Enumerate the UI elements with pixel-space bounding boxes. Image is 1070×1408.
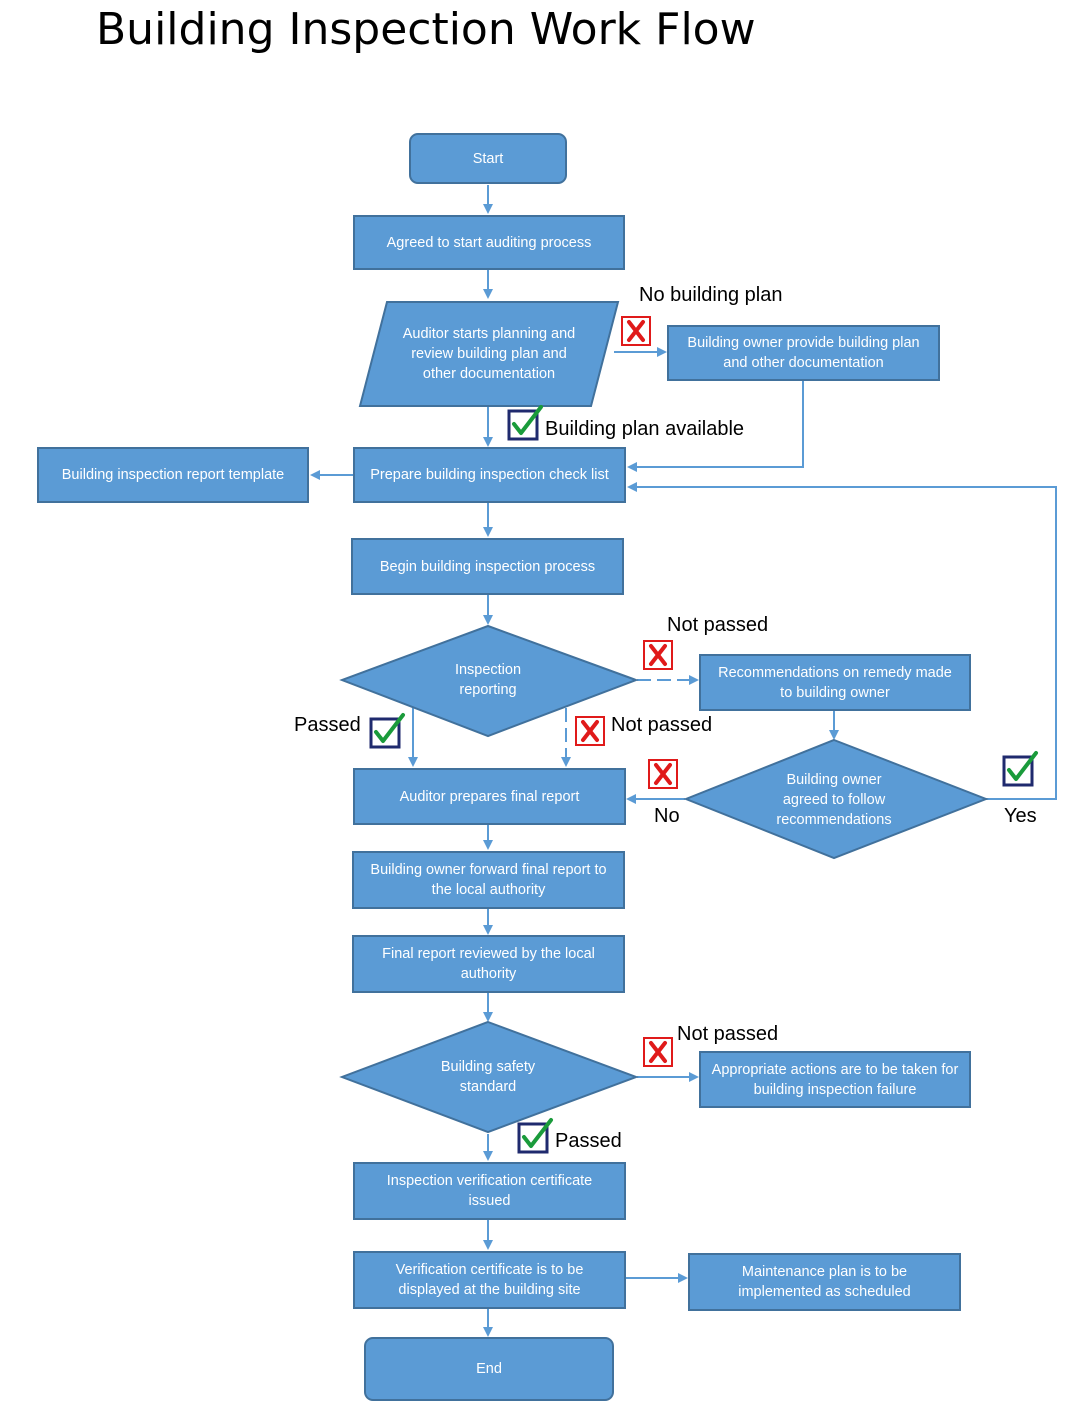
checkbox-check-icon	[517, 1118, 553, 1154]
edge-owner-prepare	[627, 381, 804, 472]
appropriate-actions-node: Appropriate actions are to be taken for …	[699, 1051, 971, 1108]
checkbox-check-icon	[369, 713, 405, 749]
label-building-plan-available: Building plan available	[545, 418, 745, 440]
template-node: Building inspection report template	[37, 447, 309, 503]
label-not-passed-2: Not passed	[611, 714, 713, 736]
label-not-passed-1: Not passed	[667, 614, 769, 636]
inspection-reporting-label: Inspection reporting	[454, 662, 522, 698]
safety-standard-label: Building safety standard	[440, 1059, 536, 1095]
planning-parallelogram	[358, 301, 620, 407]
maintenance-node: Maintenance plan is to be implemented as…	[688, 1253, 961, 1311]
prepare-checklist-node: Prepare building inspection check list	[353, 447, 626, 503]
checkbox-check-icon	[507, 405, 543, 441]
label-no: No	[654, 805, 680, 827]
page-title: Building Inspection Work Flow	[96, 4, 756, 55]
start-node: Start	[409, 133, 567, 184]
edge-ownerdec-prepare-yes	[627, 482, 1057, 800]
cross-box-icon	[643, 640, 673, 670]
owner-provide-node: Building owner provide building plan and…	[667, 325, 940, 381]
cross-box-icon	[621, 316, 651, 346]
owner-agreed-label: Building owner agreed to follow recommen…	[776, 772, 892, 828]
forward-report-node: Building owner forward final report to t…	[352, 851, 625, 909]
safety-standard-diamond	[339, 1020, 639, 1134]
inspection-reporting-diamond	[339, 624, 639, 738]
cross-box-icon	[643, 1037, 673, 1067]
end-node: End	[364, 1337, 614, 1401]
label-not-passed-3: Not passed	[677, 1023, 779, 1045]
label-passed-1: Passed	[294, 714, 361, 736]
planning-node-label: Auditor starts planning and review build…	[402, 326, 576, 382]
certificate-issued-node: Inspection verification certificate issu…	[353, 1162, 626, 1220]
label-no-building-plan: No building plan	[639, 284, 783, 306]
recommendations-node: Recommendations on remedy made to buildi…	[699, 654, 971, 711]
reviewed-node: Final report reviewed by the local autho…	[352, 935, 625, 993]
label-passed-2: Passed	[555, 1130, 622, 1152]
cross-box-icon	[648, 759, 678, 789]
agreed-node: Agreed to start auditing process	[353, 215, 625, 270]
owner-agreed-diamond	[683, 738, 989, 860]
final-report-node: Auditor prepares final report	[353, 768, 626, 825]
label-yes: Yes	[1004, 805, 1037, 827]
cross-box-icon	[575, 716, 605, 746]
checkbox-check-icon	[1002, 751, 1038, 787]
certificate-displayed-node: Verification certificate is to be displa…	[353, 1251, 626, 1309]
begin-inspection-node: Begin building inspection process	[351, 538, 624, 595]
